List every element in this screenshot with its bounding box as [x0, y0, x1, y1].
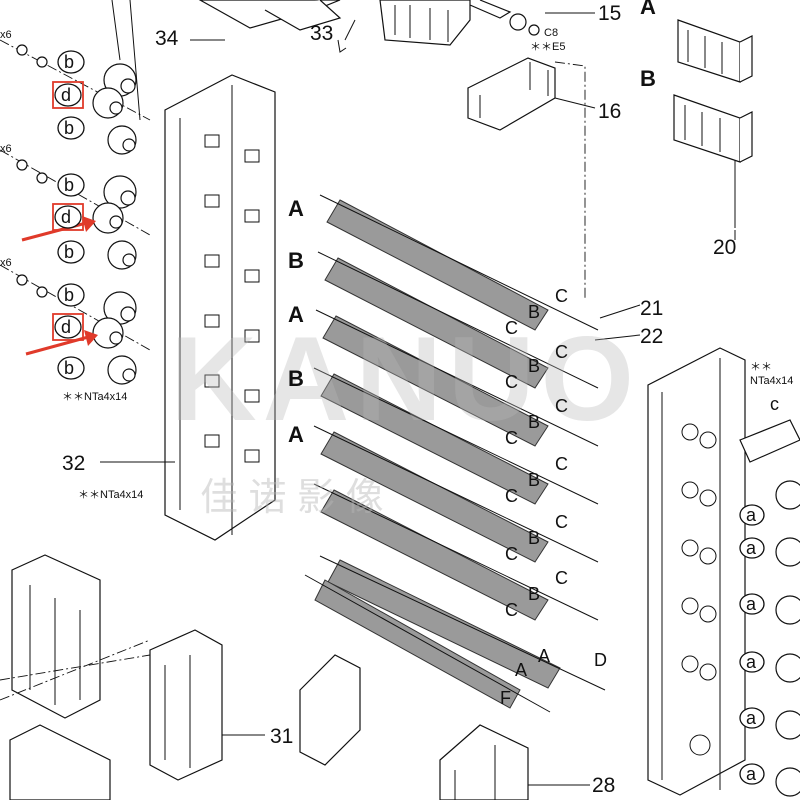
label-c8: C8 [544, 27, 558, 39]
label-b-roller: B [528, 528, 540, 548]
roller [319, 555, 606, 691]
label-d: D [594, 650, 607, 670]
roller [313, 425, 599, 563]
label-c: C [505, 318, 518, 338]
callout-16: 16 [598, 100, 621, 123]
bracket-16-part [467, 57, 586, 300]
label-nta-right-stars: ＊＊ [750, 361, 772, 373]
label-c: C [555, 512, 568, 532]
label-x6: x6 [0, 143, 12, 155]
label-b-roller: B [528, 412, 540, 432]
circle-a: a [746, 505, 757, 525]
label-a-3: A [288, 422, 304, 447]
label-x6: x6 [0, 29, 12, 41]
label-b-1: B [288, 248, 304, 273]
roller [317, 251, 599, 389]
label-c: C [555, 286, 568, 306]
label-c: C [505, 544, 518, 564]
callout-33: 33 [310, 22, 333, 45]
circled-labels-left: b d b b d b b d b [54, 50, 85, 380]
left-gear-stack [0, 0, 151, 385]
circle-b: b [64, 358, 74, 378]
lower-left-parts [0, 554, 223, 801]
label-f: F [500, 688, 511, 708]
label-b-roller: B [528, 584, 540, 604]
right-frame-part [647, 347, 800, 797]
label-c: C [555, 342, 568, 362]
circle-a: a [746, 764, 757, 784]
label-c: C [555, 396, 568, 416]
circle-a: a [746, 538, 757, 558]
circled-labels-right: a a a a a a [739, 504, 765, 785]
label-c-lower: c [770, 394, 779, 414]
watermark-sub: 佳 诺 影 像 [200, 477, 384, 519]
label-a-top-right: A [640, 0, 656, 19]
callout-22: 22 [640, 325, 663, 348]
label-b-roller: B [528, 470, 540, 490]
label-b-roller: B [528, 302, 540, 322]
label-c: C [505, 428, 518, 448]
circle-b: b [64, 242, 74, 262]
label-c: C [505, 372, 518, 392]
bracket-a-part [677, 19, 753, 83]
roller [319, 194, 599, 331]
label-c: C [555, 454, 568, 474]
label-c: C [505, 486, 518, 506]
label-x6: x6 [0, 257, 12, 269]
callout-15: 15 [598, 2, 621, 25]
frame-32-part [164, 74, 276, 541]
callout-31: 31 [270, 725, 293, 748]
roller [313, 367, 599, 505]
circle-b: b [64, 175, 74, 195]
callout-34: 34 [155, 27, 179, 50]
label-c: C [555, 568, 568, 588]
label-c: C [505, 600, 518, 620]
label-a-roller: A [515, 660, 527, 680]
roller [315, 309, 599, 447]
roller-stack [304, 194, 606, 713]
roller [304, 574, 551, 713]
label-a-1: A [288, 196, 304, 221]
circle-a: a [746, 594, 757, 614]
label-a-2: A [288, 302, 304, 327]
circle-b: b [64, 285, 74, 305]
callout-32: 32 [62, 452, 85, 475]
label-nta-left: ＊＊NTa4x14 [62, 391, 127, 403]
circle-a: a [746, 708, 757, 728]
label-a-roller: A [538, 646, 550, 666]
callout-20: 20 [713, 236, 736, 259]
label-nta-mid: ＊＊NTa4x14 [78, 489, 143, 501]
label-b-roller: B [528, 356, 540, 376]
circle-b: b [64, 118, 74, 138]
circle-d: d [61, 207, 71, 227]
bracket-b-part [673, 94, 753, 228]
callout-28: 28 [592, 774, 615, 797]
callout-21: 21 [640, 297, 663, 320]
circle-a: a [746, 652, 757, 672]
watermark-main: KANUO [170, 312, 640, 446]
roller [313, 483, 599, 621]
lower-middle-parts [299, 654, 529, 801]
label-b-top-right: B [640, 66, 656, 91]
leader-lines [100, 12, 736, 786]
top-assembly-fragment [198, 0, 540, 53]
label-e5: ＊＊E5 [530, 41, 565, 53]
label-nta-right: NTa4x14 [750, 375, 793, 387]
circle-b: b [64, 52, 74, 72]
label-b-2: B [288, 366, 304, 391]
circle-d: d [61, 85, 71, 105]
highlight-markers [21, 81, 98, 356]
circle-d: d [61, 317, 71, 337]
